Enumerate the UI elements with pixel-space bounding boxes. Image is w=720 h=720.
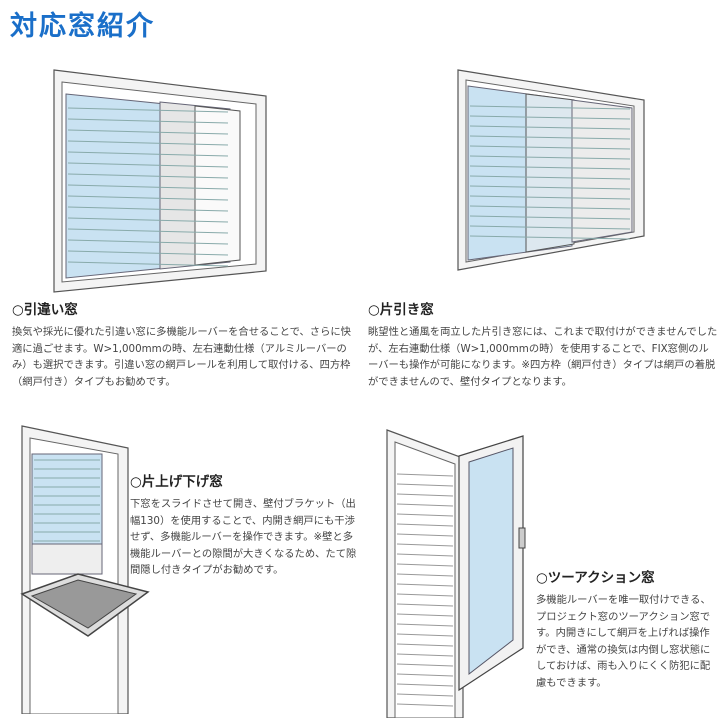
louver-slat <box>469 205 631 210</box>
louver-slat <box>469 195 631 200</box>
louver-slat <box>469 165 631 170</box>
louver-slat <box>396 563 454 567</box>
louver-slat <box>396 683 454 687</box>
louver-slat <box>396 503 454 507</box>
louver-slat <box>469 155 631 160</box>
sliding-window-illustration <box>53 69 267 293</box>
louver-slat <box>396 493 454 497</box>
louver-slat <box>67 162 229 168</box>
louver-slat <box>396 593 454 597</box>
louver-slat <box>396 533 454 537</box>
louver-slat <box>396 613 454 617</box>
louver-slat <box>396 643 454 647</box>
louver-slat <box>396 583 454 587</box>
single-hung-window-illustration <box>20 425 150 714</box>
two-action-window-illustration <box>386 429 526 718</box>
louver-slat <box>67 239 229 245</box>
louver-slat <box>396 703 454 707</box>
single-sliding-window-illustration <box>457 69 645 271</box>
louver-slat <box>396 543 454 547</box>
louver-slat <box>67 129 229 135</box>
louver-slat <box>469 175 631 180</box>
louver-slat <box>396 513 454 517</box>
louver-slat <box>469 105 631 110</box>
louver-slat <box>67 250 229 256</box>
louver-slat <box>396 553 454 557</box>
louver-slat <box>67 184 229 190</box>
louver-slat <box>396 573 454 577</box>
louver-slat <box>67 173 229 179</box>
louver-slat <box>67 140 229 146</box>
louver-slat <box>469 215 631 220</box>
louver-slat <box>469 235 631 240</box>
section-single-sliding-window: ○片引き窓 眺望性と通風を両立した片引き窓には、これまで取付けができませんでした… <box>368 298 718 390</box>
louver-slat <box>469 185 631 190</box>
section-heading: ○片引き窓 <box>368 302 434 318</box>
louver-slat <box>396 473 454 477</box>
section-single-hung-window: ○片上げ下げ窓 下窓をスライドさせて開き、壁付ブラケット（出幅130）を使用する… <box>130 470 358 579</box>
louver-slat <box>396 483 454 487</box>
louver-slat <box>469 115 631 120</box>
page-title: 対応窓紹介 <box>10 11 155 42</box>
louver-slat <box>396 693 454 697</box>
section-body: 多機能ルーバーを唯一取付けできる、プロジェクト窓のツーアクション窓です。内開きに… <box>536 594 711 689</box>
section-body: 眺望性と通風を両立した片引き窓には、これまで取付けができませんでしたが、左右連動… <box>368 326 718 388</box>
louver-slat <box>396 653 454 657</box>
louver-slat <box>469 125 631 130</box>
louver-slat <box>396 603 454 607</box>
section-sliding-window: ○引違い窓 換気や採光に優れた引違い窓に多機能ルーバーを合せることで、さらに快適… <box>12 298 352 390</box>
section-body: 換気や採光に優れた引違い窓に多機能ルーバーを合せることで、さらに快適に過ごせます… <box>12 326 351 388</box>
louver-slat <box>67 118 229 124</box>
louver-slat <box>67 228 229 234</box>
section-heading: ○片上げ下げ窓 <box>130 474 223 490</box>
louver-slat <box>67 151 229 157</box>
section-body: 下窓をスライドさせて開き、壁付ブラケット（出幅130）を使用することで、内開き網… <box>130 498 357 576</box>
louver-slat <box>396 623 454 627</box>
louver-slat <box>67 195 229 201</box>
section-two-action-window: ○ツーアクション窓 多機能ルーバーを唯一取付けできる、プロジェクト窓のツーアクシ… <box>536 566 716 691</box>
louver-slat <box>469 145 631 150</box>
louver-slat <box>396 663 454 667</box>
louver-slat <box>67 206 229 212</box>
louver-slat <box>67 217 229 223</box>
louver-slat <box>67 261 229 267</box>
section-heading: ○引違い窓 <box>12 302 78 318</box>
louver-slat <box>67 107 229 113</box>
louver-slat <box>469 135 631 140</box>
louver-slat <box>396 633 454 637</box>
louver-slat <box>396 523 454 527</box>
louver-slat <box>396 673 454 677</box>
section-heading: ○ツーアクション窓 <box>536 570 655 586</box>
louver-slat <box>469 225 631 230</box>
